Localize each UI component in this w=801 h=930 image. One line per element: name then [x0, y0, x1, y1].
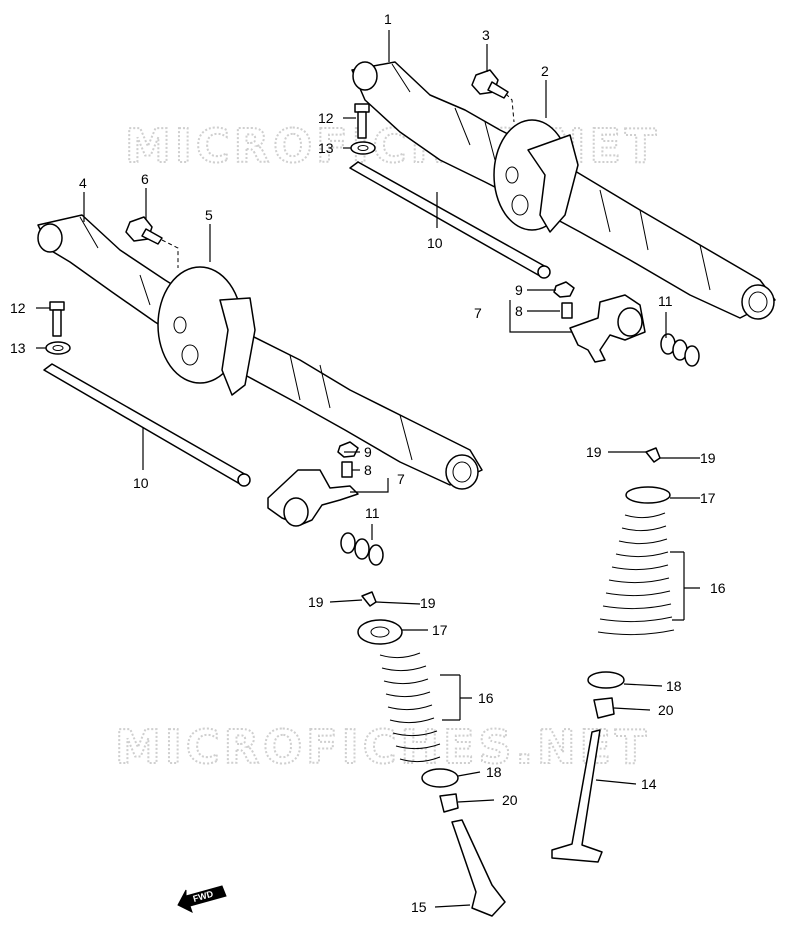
callout-3: 3	[482, 27, 490, 43]
rocker-shaft-upper	[349, 161, 551, 279]
watermark-bottom: MICROFICHES.NET	[115, 720, 650, 774]
spring-16-lower	[379, 652, 441, 763]
callout-8-upper: 8	[515, 303, 523, 319]
nut-9-upper	[553, 281, 575, 298]
callout-20-right: 20	[658, 702, 674, 718]
adjuster-8-upper	[561, 302, 573, 319]
callout-20-lower: 20	[502, 792, 518, 808]
seat-18-lower	[421, 768, 459, 788]
retainer-17-lower	[357, 619, 403, 645]
callout-2: 2	[541, 63, 549, 79]
rocker-arm-upper	[569, 294, 646, 363]
callout-16-right: 16	[710, 580, 726, 596]
adjuster-8-lower	[341, 461, 353, 478]
callout-18-right: 18	[666, 678, 682, 694]
callout-11-upper: 11	[658, 293, 673, 309]
callout-14: 14	[641, 776, 657, 792]
callout-19-right-b: 19	[700, 450, 716, 466]
retainer-17-right	[625, 486, 671, 504]
spring-16-right	[597, 512, 675, 636]
washer-13-lower	[45, 341, 71, 355]
valve-15	[451, 819, 506, 917]
callout-labels: 1 2 3 4 5 6 7 8 9 10 11 12 13 7 8 9 10 1…	[10, 11, 726, 915]
callout-11-lower: 11	[365, 505, 380, 521]
callout-10-lower: 10	[133, 475, 149, 491]
callout-19-right-a: 19	[586, 444, 602, 460]
leader-lines	[36, 30, 700, 908]
bolt-12-upper	[354, 103, 370, 139]
callout-15: 15	[411, 899, 427, 915]
spring-11-upper	[660, 333, 700, 367]
bolt-12-lower	[49, 301, 65, 337]
seal-20-lower	[439, 793, 459, 813]
callout-8-lower: 8	[364, 462, 372, 478]
cotter-19-lower	[361, 591, 377, 607]
callout-18-lower: 18	[486, 764, 502, 780]
fwd-arrow-icon: FWD	[177, 885, 227, 913]
valve-14	[551, 729, 603, 863]
camshaft-lower	[37, 214, 483, 490]
nut-9-lower	[337, 441, 359, 458]
callout-4: 4	[79, 175, 87, 191]
callout-16-lower: 16	[478, 690, 494, 706]
callout-17-lower: 17	[432, 622, 448, 638]
seal-20-right	[593, 697, 615, 719]
sprocket-lower	[157, 266, 256, 396]
spring-11-lower	[340, 532, 384, 566]
callout-12-lower: 12	[10, 300, 26, 316]
callout-9-upper: 9	[515, 282, 523, 298]
callout-1: 1	[384, 11, 392, 27]
rocker-shaft-lower	[43, 363, 251, 487]
cotter-19-right	[645, 447, 661, 463]
bolt-3	[471, 69, 515, 123]
callout-19-lower-b: 19	[420, 595, 436, 611]
callout-10-upper: 10	[427, 235, 443, 251]
watermark-top: MICROFICHES.NET	[125, 119, 660, 173]
bolt-6	[125, 216, 179, 268]
callout-5: 5	[205, 207, 213, 223]
sprocket-upper	[493, 119, 579, 233]
callout-13-upper: 13	[318, 140, 334, 156]
callout-7-upper: 7	[474, 305, 482, 321]
callout-6: 6	[141, 171, 149, 187]
callout-17-right: 17	[700, 490, 716, 506]
callout-13-lower: 13	[10, 340, 26, 356]
washer-13-upper	[350, 141, 376, 155]
callout-9-lower: 9	[364, 444, 372, 460]
callout-12-upper: 12	[318, 110, 334, 126]
callout-19-lower-a: 19	[308, 594, 324, 610]
callout-7-lower: 7	[397, 471, 405, 487]
rocker-arm-lower	[267, 469, 359, 527]
seat-18-right	[587, 671, 625, 689]
